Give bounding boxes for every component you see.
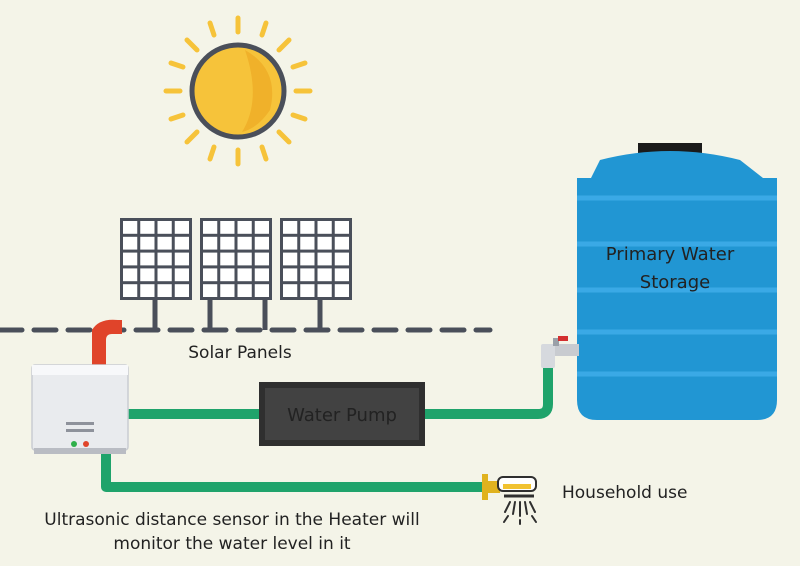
solar-cell xyxy=(334,252,349,266)
solar-cell xyxy=(140,268,155,282)
solar-cell xyxy=(140,236,155,250)
solar-cell xyxy=(237,268,252,282)
solar-cell xyxy=(300,236,315,250)
solar-cell xyxy=(334,284,349,297)
solar-cell xyxy=(300,284,315,297)
solar-cell xyxy=(174,268,189,282)
solar-cell xyxy=(237,284,252,297)
solar-cell xyxy=(174,221,189,234)
solar-cell xyxy=(300,221,315,234)
solar-cell xyxy=(174,252,189,266)
solar-cell xyxy=(203,268,218,282)
solar-cell xyxy=(220,268,235,282)
tank-valve-icon xyxy=(541,336,579,368)
solar-cell xyxy=(317,252,332,266)
solar-cell xyxy=(174,284,189,297)
solar-cell xyxy=(203,221,218,234)
solar-cell xyxy=(203,236,218,250)
solar-cell xyxy=(254,221,269,234)
solar-cell xyxy=(123,252,138,266)
solar-cell xyxy=(203,284,218,297)
household-tap-icon xyxy=(482,474,537,525)
solar-cell xyxy=(317,221,332,234)
solar-cell xyxy=(254,284,269,297)
solar-cell xyxy=(254,236,269,250)
tank-label-line1: Primary Water xyxy=(606,244,735,265)
solar-cell xyxy=(283,268,298,282)
heater-green-light-icon xyxy=(71,441,77,447)
primary-water-tank xyxy=(577,143,777,420)
water-pump xyxy=(259,382,425,446)
heater-red-light-icon xyxy=(83,441,89,447)
solar-cell xyxy=(123,284,138,297)
sensor-note-line2: monitor the water level in it xyxy=(113,534,351,554)
solar-cell xyxy=(157,236,172,250)
pump-label: Water Pump xyxy=(287,405,397,426)
solar-cell xyxy=(123,221,138,234)
solar-cell xyxy=(220,236,235,250)
solar-panels-label: Solar Panels xyxy=(188,343,292,363)
solar-cell xyxy=(317,236,332,250)
solar-cell xyxy=(140,284,155,297)
solar-cell xyxy=(123,268,138,282)
solar-cell xyxy=(283,252,298,266)
water-heater xyxy=(31,364,129,454)
solar-cell xyxy=(283,221,298,234)
solar-cell xyxy=(174,236,189,250)
solar-cell xyxy=(283,284,298,297)
solar-cell xyxy=(237,252,252,266)
sun-icon xyxy=(163,15,313,167)
solar-cell xyxy=(237,236,252,250)
solar-cell xyxy=(317,268,332,282)
heater-pipe xyxy=(92,319,122,370)
solar-cell xyxy=(334,221,349,234)
solar-cell xyxy=(334,236,349,250)
solar-cell xyxy=(157,221,172,234)
tank-label-line2: Storage xyxy=(640,272,710,293)
solar-cell xyxy=(237,221,252,234)
water-pipes xyxy=(101,360,553,492)
solar-cell xyxy=(220,252,235,266)
solar-cell xyxy=(140,252,155,266)
solar-cell xyxy=(203,252,218,266)
solar-cell xyxy=(220,284,235,297)
solar-cell xyxy=(317,284,332,297)
solar-cell xyxy=(157,284,172,297)
solar-cell xyxy=(334,268,349,282)
solar-panels-icon xyxy=(120,218,352,330)
solar-cell xyxy=(254,252,269,266)
solar-cell xyxy=(157,252,172,266)
solar-cell xyxy=(140,221,155,234)
solar-cell xyxy=(300,268,315,282)
household-use-label: Household use xyxy=(562,483,687,503)
sensor-note-line1: Ultrasonic distance sensor in the Heater… xyxy=(44,510,419,530)
solar-cell xyxy=(123,236,138,250)
solar-cell xyxy=(300,252,315,266)
solar-cell xyxy=(254,268,269,282)
solar-cell xyxy=(283,236,298,250)
solar-cell xyxy=(157,268,172,282)
solar-cell xyxy=(220,221,235,234)
